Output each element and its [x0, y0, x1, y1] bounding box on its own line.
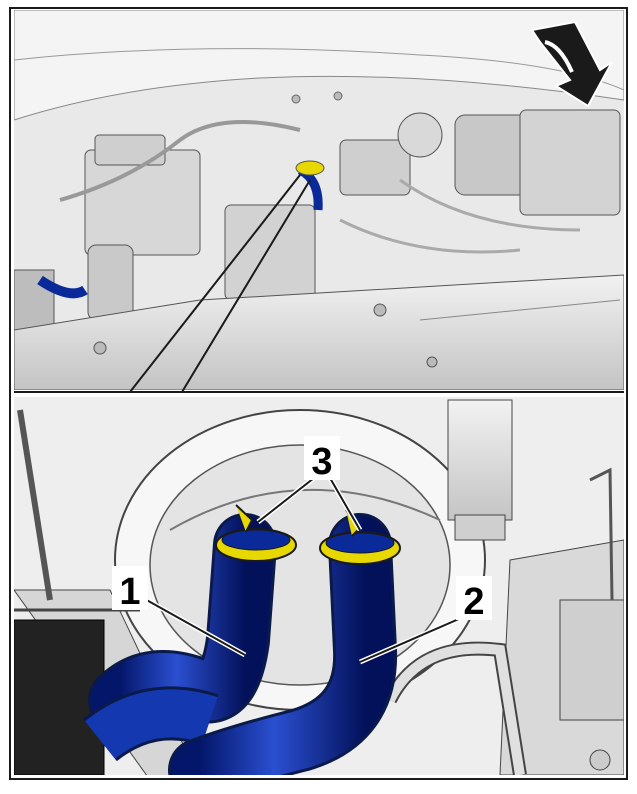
callout-2: 2	[463, 581, 484, 623]
hose-2	[171, 516, 395, 775]
callout-1: 1	[119, 571, 140, 613]
leader-line-2	[359, 614, 469, 663]
zoom-line-right	[181, 179, 311, 393]
leader-line-3b	[329, 477, 361, 531]
callout-3: 3	[311, 441, 332, 483]
hose-clamp-right	[319, 509, 401, 565]
hose-clamp-left	[215, 504, 297, 562]
leader-line-1	[142, 597, 246, 656]
leader-line-3a	[257, 477, 315, 523]
zoom-line-left	[129, 174, 301, 393]
vehicle-direction-arrow-icon	[530, 20, 613, 108]
overview-panel	[14, 10, 624, 390]
